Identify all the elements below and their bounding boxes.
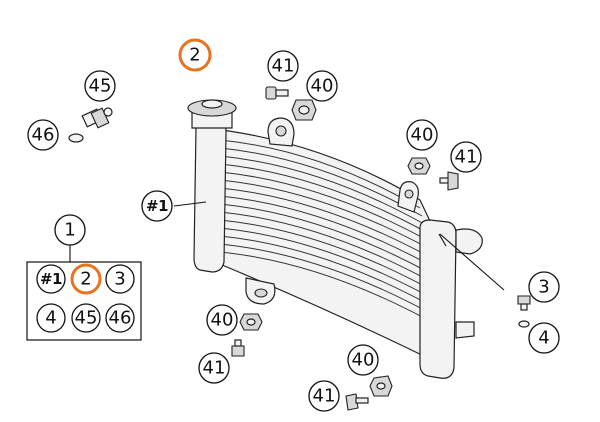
kit-item-cap[interactable]: 2 — [70, 263, 102, 295]
callout-screw-bottom-left[interactable]: 41 — [198, 352, 230, 384]
svg-text:46: 46 — [109, 308, 132, 329]
callout-nut-bottom-center[interactable]: 40 — [347, 344, 379, 376]
svg-text:#1: #1 — [146, 197, 168, 215]
svg-text:2: 2 — [80, 269, 91, 290]
nut-right — [407, 157, 431, 175]
nut-bottom-left — [239, 313, 263, 331]
kit-item-bolt[interactable]: 3 — [105, 264, 135, 294]
callout-cap-top[interactable]: 2 — [178, 38, 212, 72]
svg-text:46: 46 — [32, 125, 55, 146]
svg-text:41: 41 — [272, 56, 295, 77]
callout-sensor[interactable]: 45 — [84, 70, 116, 102]
temperature-sensor — [81, 107, 113, 129]
callout-radiator[interactable]: #1 — [141, 190, 173, 222]
callout-nut-bottom-left[interactable]: 40 — [206, 304, 238, 336]
o-ring — [68, 133, 84, 143]
svg-text:3: 3 — [538, 277, 549, 298]
svg-text:40: 40 — [211, 310, 234, 331]
callout-circle-highlighted — [178, 38, 212, 72]
callout-nut-right[interactable]: 40 — [406, 119, 438, 151]
callout-nut-top[interactable]: 40 — [306, 70, 338, 102]
svg-text:1: 1 — [64, 220, 75, 241]
svg-text:4: 4 — [538, 328, 549, 349]
nut-top — [291, 99, 317, 121]
leader-lines — [69, 201, 505, 291]
hose-outlet — [455, 228, 483, 255]
kit-item-radiator[interactable]: #1 — [36, 264, 66, 294]
screw-top — [265, 86, 289, 100]
kit-item-sensor[interactable]: 45 — [71, 303, 101, 333]
svg-text:41: 41 — [313, 386, 336, 407]
screw-right — [439, 171, 459, 191]
callout-screw-right[interactable]: 41 — [450, 141, 482, 173]
svg-text:41: 41 — [455, 147, 478, 168]
kit-item-washer[interactable]: 4 — [36, 303, 66, 333]
callout-washer-right[interactable]: 4 — [528, 322, 560, 354]
svg-text:3: 3 — [114, 269, 125, 290]
lower-right-tab — [455, 321, 475, 339]
callout-screw-top[interactable]: 41 — [267, 50, 299, 82]
svg-text:40: 40 — [411, 125, 434, 146]
callout-circle-highlighted — [70, 263, 102, 295]
nut-bottom-center — [369, 375, 393, 397]
svg-text:4: 4 — [45, 308, 56, 329]
svg-text:2: 2 — [189, 45, 200, 66]
radiator-right-tank — [419, 219, 457, 379]
kit-item-oring[interactable]: 46 — [105, 303, 135, 333]
radiator-fins — [219, 139, 429, 321]
svg-text:41: 41 — [203, 358, 226, 379]
callout-bolt-right[interactable]: 3 — [528, 271, 560, 303]
screw-bottom-left — [231, 339, 245, 357]
callout-screw-bottom-center[interactable]: 41 — [308, 380, 340, 412]
svg-text:40: 40 — [352, 350, 375, 371]
svg-text:#1: #1 — [40, 270, 62, 288]
screw-bottom-center — [345, 393, 369, 411]
svg-text:40: 40 — [311, 76, 334, 97]
radiator — [187, 99, 483, 379]
bolt-right — [517, 295, 531, 311]
radiator-left-tank — [193, 117, 227, 273]
callout-kit[interactable]: 1 — [54, 214, 86, 246]
callout-oring[interactable]: 46 — [27, 119, 59, 151]
svg-text:45: 45 — [75, 308, 98, 329]
svg-text:45: 45 — [89, 76, 112, 97]
washer-right — [518, 320, 530, 328]
